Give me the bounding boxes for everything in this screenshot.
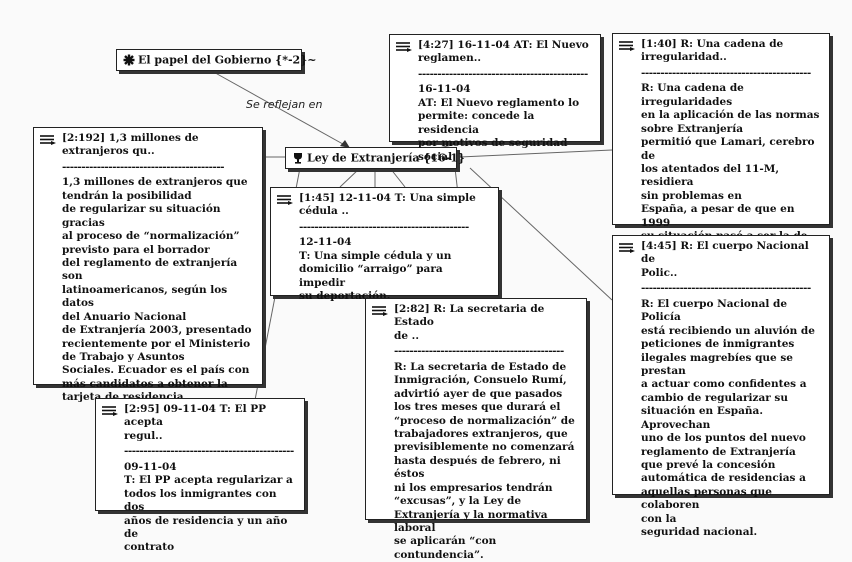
quote-header: [1:45] 12-11-04 T: Una simple cédula .. (299, 192, 476, 218)
quote-note-icon (40, 135, 56, 145)
quote-node-1-45[interactable]: [1:45] 12-11-04 T: Una simple cédula .. … (270, 187, 499, 302)
quote-body: R: La secretaria de Estado de Inmigració… (394, 360, 575, 561)
quote-header: [2:192] 1,3 millones de extranjeros qu.. (62, 132, 199, 158)
quote-node-2-95[interactable]: [2:95] 09-11-04 T: El PP acepta regul.. … (95, 398, 305, 553)
quote-separator: ----------------------------------------… (641, 282, 811, 295)
trophy-code-icon (294, 153, 302, 164)
code-label-ley: Ley de Extranjería {16-1} (307, 151, 466, 165)
quote-separator: ----------------------------------------… (299, 220, 469, 233)
quote-node-2-192[interactable]: [2:192] 1,3 millones de extranjeros qu..… (33, 127, 263, 403)
quote-separator: ----------------------------------------… (62, 160, 225, 173)
link-papel-ley (209, 69, 351, 149)
quote-node-4-27[interactable]: [4:27] 16-11-04 AT: El Nuevo reglamen.. … (389, 34, 601, 163)
edge-label-se-reflejan: Se reflejan en (246, 98, 323, 111)
link-arrowhead (340, 140, 350, 148)
quote-body: T: Una simple cédula y un domicilio “arr… (299, 249, 452, 303)
quote-separator: ----------------------------------------… (641, 66, 811, 79)
link-ley-q4c (389, 167, 406, 188)
quote-body: AT: El Nuevo reglamento lo permite: conc… (418, 96, 580, 163)
quote-date: 16-11-04 (418, 83, 471, 96)
quote-node-2-82[interactable]: [2:82] R: La secretaria de Estado de .. … (365, 298, 587, 561)
quote-date: 12-11-04 (299, 236, 352, 249)
quote-node-1-40[interactable]: [1:40] R: Una cadena de irregularidad.. … (612, 33, 830, 296)
quote-body: T: El PP acepta regularizar a todos los … (124, 474, 293, 554)
quote-node-4-45[interactable]: [4:45] R: El cuerpo Nacional de Polic.. … (612, 235, 830, 538)
quote-separator: ----------------------------------------… (418, 67, 588, 80)
quote-header: [2:95] 09-11-04 T: El PP acepta regul.. (124, 403, 267, 442)
quote-separator: ----------------------------------------… (394, 345, 564, 358)
link-ley-q4 (339, 167, 361, 188)
quote-note-icon (396, 42, 412, 52)
code-node-ley[interactable]: Ley de Extranjería {16-1} (285, 147, 465, 169)
link-ley-q3 (459, 149, 613, 158)
quote-header: [4:45] R: El cuerpo Nacional de Polic.. (641, 240, 809, 279)
quote-date: 09-11-04 (124, 460, 177, 473)
quote-note-icon (277, 195, 293, 205)
quote-header: [4:27] 16-11-04 AT: El Nuevo reglamen.. (418, 39, 589, 65)
code-node-papel[interactable]: El papel del Gobierno {*-2}~ (116, 49, 317, 71)
quote-note-icon (619, 41, 635, 51)
quote-body: R: El cuerpo Nacional de Policía está re… (641, 297, 815, 539)
code-label-papel: El papel del Gobierno {*-2}~ (138, 53, 317, 67)
quote-note-icon (102, 406, 118, 416)
quote-header: [2:82] R: La secretaria de Estado de .. (394, 303, 545, 342)
quote-header: [1:40] R: Una cadena de irregularidad.. (641, 38, 784, 64)
quote-note-icon (372, 306, 388, 316)
quote-separator: ----------------------------------------… (124, 445, 294, 458)
asterisk-code-icon (123, 54, 135, 66)
quote-note-icon (619, 243, 635, 253)
quote-body: 1,3 millones de extranjeros que tendrán … (62, 176, 252, 404)
